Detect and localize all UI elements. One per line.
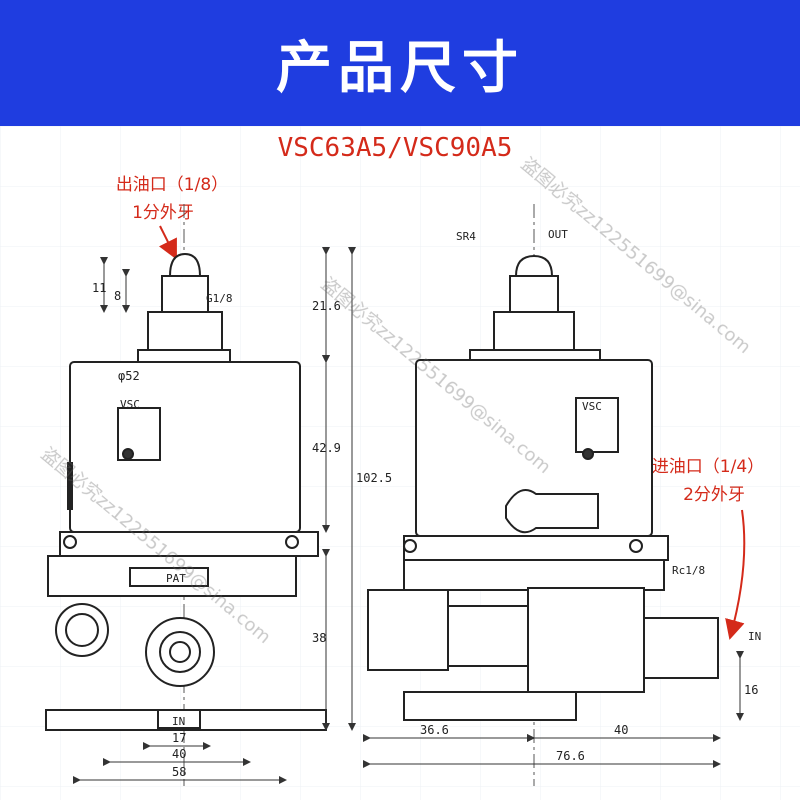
dim-76-6: 76.6 [556, 749, 585, 763]
in-right-label: IN [748, 630, 761, 643]
drawing-canvas: VSC63A5/VSC90A5 出油口（1/8） 1分外牙 进油口（1/4） 2… [0, 126, 800, 800]
technical-drawing: VSC63A5/VSC90A5 出油口（1/8） 1分外牙 进油口（1/4） 2… [0, 126, 800, 800]
vsc-left-label: VSC [120, 398, 140, 411]
model-label: VSC63A5/VSC90A5 [278, 133, 513, 163]
vsc-right-label: VSC [582, 400, 602, 413]
inlet-label-line2: 2分外牙 [683, 485, 745, 505]
dim-21-6: 21.6 [312, 299, 341, 313]
pat-label: PAT [166, 572, 186, 585]
rc-label: Rc1/8 [672, 564, 705, 577]
right-dimensions [363, 651, 744, 768]
out-label: OUT [548, 228, 568, 241]
dim-38: 38 [312, 631, 326, 645]
left-vertical-dimensions [100, 247, 356, 731]
dim-58: 58 [172, 765, 186, 779]
title-banner: 产品尺寸 [0, 0, 800, 126]
dim-16: 16 [744, 683, 758, 697]
outlet-label-line2: 1分外牙 [132, 203, 194, 223]
outlet-arrow-icon [159, 225, 177, 260]
right-view [367, 204, 719, 786]
dim-40-right: 40 [614, 723, 628, 737]
left-horizontal-dimensions [73, 742, 287, 784]
sr4-label: SR4 [456, 230, 476, 243]
in-left-label: IN [172, 715, 185, 728]
thread-g-label: G1/8 [206, 292, 233, 305]
inlet-label-line1: 进油口（1/4） [652, 457, 764, 477]
dim-40-left: 40 [172, 747, 186, 761]
outlet-label-line1: 出油口（1/8） [116, 175, 228, 195]
dim-11: 11 [92, 281, 106, 295]
dim-36-6: 36.6 [420, 723, 449, 737]
inlet-arrow-icon [725, 509, 746, 640]
dim-42-9: 42.9 [312, 441, 341, 455]
left-view [45, 204, 327, 786]
diameter-label: φ52 [118, 369, 140, 383]
dim-17: 17 [172, 731, 186, 745]
dim-102-5: 102.5 [356, 471, 392, 485]
banner-title: 产品尺寸 [276, 35, 524, 101]
dim-8: 8 [114, 289, 121, 303]
